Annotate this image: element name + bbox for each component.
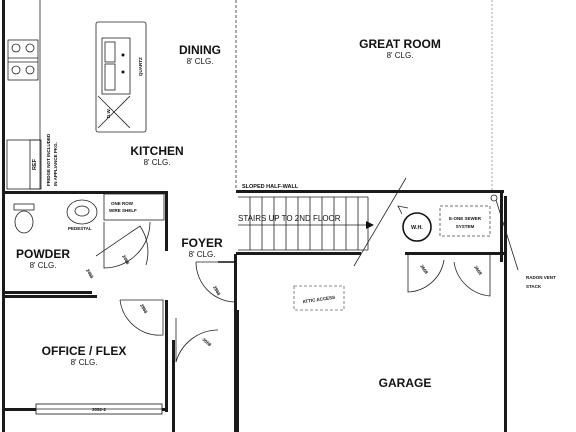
shelf-label-line-2: WIRE SHELF <box>109 208 137 213</box>
window: 3052-2 <box>35 403 163 415</box>
kitchen-name: KITCHEN <box>130 144 183 158</box>
powder-name: POWDER <box>16 247 70 261</box>
dining-name: DINING <box>179 43 221 57</box>
kitchen-ceiling: 8' CLG. <box>144 158 171 167</box>
quartz-label: QUARTZ <box>138 57 143 76</box>
dishwasher-label: D.W. <box>106 108 111 118</box>
sloped-half-wall-label: SLOPED HALF-WALL <box>242 184 299 190</box>
attic-access <box>293 285 345 311</box>
ref-label: REF <box>32 158 38 170</box>
office-name: OFFICE / FLEX <box>42 344 127 358</box>
sewer-system <box>439 205 491 237</box>
door-tag-1: 2468 <box>121 254 131 266</box>
water-heater <box>397 205 432 242</box>
water-heater-label: W.H. <box>411 225 423 231</box>
door-tags: 2468 2468 2868 2868 3068 2668 2668 <box>85 254 483 348</box>
toilet <box>13 203 35 234</box>
sewer-label-line-2: SYSTEM <box>456 224 475 229</box>
stairs-label: STAIRS UP TO 2ND FLOOR <box>238 214 341 223</box>
door-tag-5: 3068 <box>201 337 212 348</box>
sewer-label-line-1: E-ONE SEWER <box>449 216 482 221</box>
door-tag-3: 2868 <box>139 303 149 315</box>
door-tag-4: 2868 <box>212 285 222 297</box>
window-tag: 3052-2 <box>92 407 107 412</box>
pedestal-sink: PEDESTAL <box>66 199 98 231</box>
radon-stack <box>490 194 519 271</box>
radon-label-line-1: RADON VENT <box>526 275 556 280</box>
room-labels: DINING 8' CLG. GREAT ROOM 8' CLG. KITCHE… <box>16 37 441 390</box>
doors <box>95 221 491 363</box>
annotations: SLOPED HALF-WALL STAIRS UP TO 2ND FLOOR … <box>238 184 556 304</box>
door-tag-6: 2668 <box>419 264 429 275</box>
fridge-note-line-2: IN APPLIANCE PKG. <box>53 142 58 186</box>
garage-name: GARAGE <box>379 376 432 390</box>
door-tag-7: 2668 <box>473 265 483 276</box>
great-room-ceiling: 8' CLG. <box>387 51 414 60</box>
office-ceiling: 8' CLG. <box>71 358 98 367</box>
radon-label-line-2: STACK <box>526 284 542 289</box>
fridge: REF FRIDGE NOT INCLUDED IN APPLIANCE PKG… <box>6 133 58 190</box>
fridge-note-line-1: FRIDGE NOT INCLUDED <box>46 133 51 186</box>
great-room-name: GREAT ROOM <box>359 37 441 51</box>
shelf-label-line-1: ONE ROW <box>111 201 134 206</box>
dining-ceiling: 8' CLG. <box>187 57 214 66</box>
range <box>7 39 39 81</box>
foyer-ceiling: 8' CLG. <box>189 250 216 259</box>
powder-ceiling: 8' CLG. <box>30 261 57 270</box>
door-tag-2: 2468 <box>85 268 95 280</box>
kitchen-island: QUARTZ D.W. <box>95 21 147 133</box>
attic-access-label: ATTIC ACCESS <box>302 295 335 305</box>
pedestal-label: PEDESTAL <box>68 226 92 231</box>
foyer-name: FOYER <box>181 236 223 250</box>
wire-shelf: ONE ROW WIRE SHELF <box>103 193 165 221</box>
stairs <box>238 177 407 267</box>
